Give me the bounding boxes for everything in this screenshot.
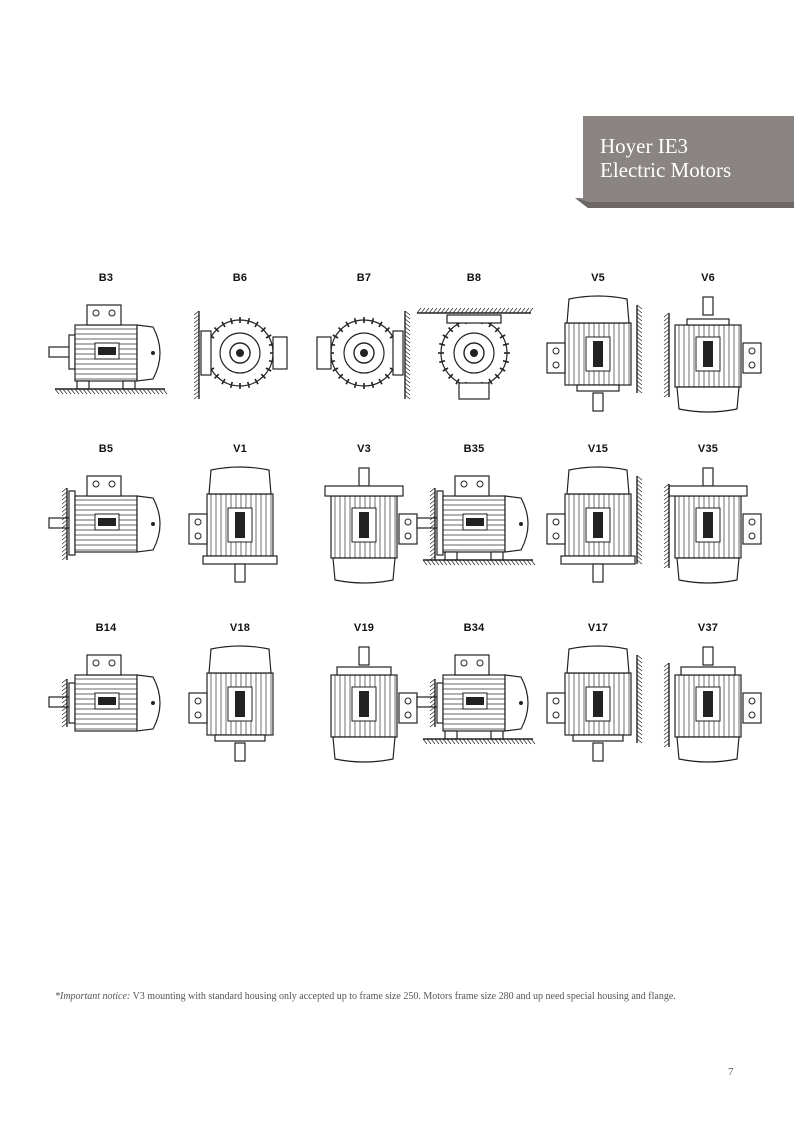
- important-notice: *Important notice: V3 mounting with stan…: [55, 990, 745, 1003]
- notice-text: V3 mounting with standard housing only a…: [130, 991, 676, 1002]
- document-title: Hoyer IE3 Electric Motors: [600, 134, 731, 182]
- motor-diagram: [48, 304, 168, 395]
- motor-diagram: [546, 645, 643, 762]
- mounting-v18: V18: [175, 622, 305, 777]
- motor-diagram: [546, 466, 643, 583]
- mounting-b3: B3: [41, 272, 171, 427]
- motor-diagram: [48, 475, 161, 561]
- mounting-v1: V1: [175, 443, 305, 598]
- motor-diagram: [193, 310, 288, 400]
- mounting-v19: V19: [299, 622, 429, 777]
- mounting-label: V35: [697, 443, 719, 455]
- mounting-b7: B7: [299, 272, 429, 427]
- mounting-b5: B5: [41, 443, 171, 598]
- title-line-2: Electric Motors: [600, 158, 732, 182]
- motor-diagram: [546, 295, 643, 412]
- mounting-v37: V37: [643, 622, 773, 777]
- mounting-v6: V6: [643, 272, 773, 427]
- mounting-b8: B8: [409, 272, 539, 427]
- mounting-b14: B14: [41, 622, 171, 777]
- motor-diagram: [330, 646, 418, 763]
- motor-diagram: [663, 467, 762, 584]
- mounting-b34: B34: [409, 622, 539, 777]
- motor-diagram: [324, 467, 418, 584]
- mounting-label: V17: [587, 622, 609, 634]
- banner-shape: [575, 116, 794, 208]
- mounting-v15: V15: [533, 443, 663, 598]
- mounting-label: V1: [233, 443, 247, 455]
- motor-diagram: [663, 296, 762, 413]
- title-line-1: Hoyer IE3: [600, 134, 689, 158]
- mounting-label: B34: [463, 622, 485, 634]
- mounting-b35: B35: [409, 443, 539, 598]
- mounting-label: V3: [357, 443, 371, 455]
- motor-diagram: [48, 654, 161, 732]
- motor-diagram: [416, 475, 536, 566]
- motor-diagram: [416, 654, 536, 745]
- mounting-label: V5: [591, 272, 605, 284]
- mounting-v5: V5: [533, 272, 663, 427]
- mounting-label: V15: [587, 443, 609, 455]
- mounting-label: B8: [466, 272, 482, 284]
- header-banner: Hoyer IE3 Electric Motors: [575, 116, 794, 208]
- motor-diagram: [316, 310, 411, 400]
- mounting-v17: V17: [533, 622, 663, 777]
- mounting-v35: V35: [643, 443, 773, 598]
- motor-diagram: [188, 645, 274, 762]
- mounting-label: V6: [701, 272, 715, 284]
- mounting-label: B35: [463, 443, 485, 455]
- page-number: 7: [728, 1066, 734, 1078]
- motor-diagram: [188, 466, 278, 583]
- mounting-label: V19: [353, 622, 375, 634]
- mounting-label: B3: [98, 272, 114, 284]
- mounting-label: B14: [95, 622, 117, 634]
- notice-prefix: *Important notice:: [55, 991, 131, 1002]
- mounting-b6: B6: [175, 272, 305, 427]
- motor-diagram: [663, 646, 762, 763]
- mounting-v3: V3: [299, 443, 429, 598]
- mounting-label: V18: [229, 622, 251, 634]
- mounting-label: B5: [98, 443, 114, 455]
- motor-diagram: [416, 307, 534, 400]
- mounting-label: V37: [697, 622, 719, 634]
- mounting-label: B7: [356, 272, 372, 284]
- mounting-label: B6: [232, 272, 248, 284]
